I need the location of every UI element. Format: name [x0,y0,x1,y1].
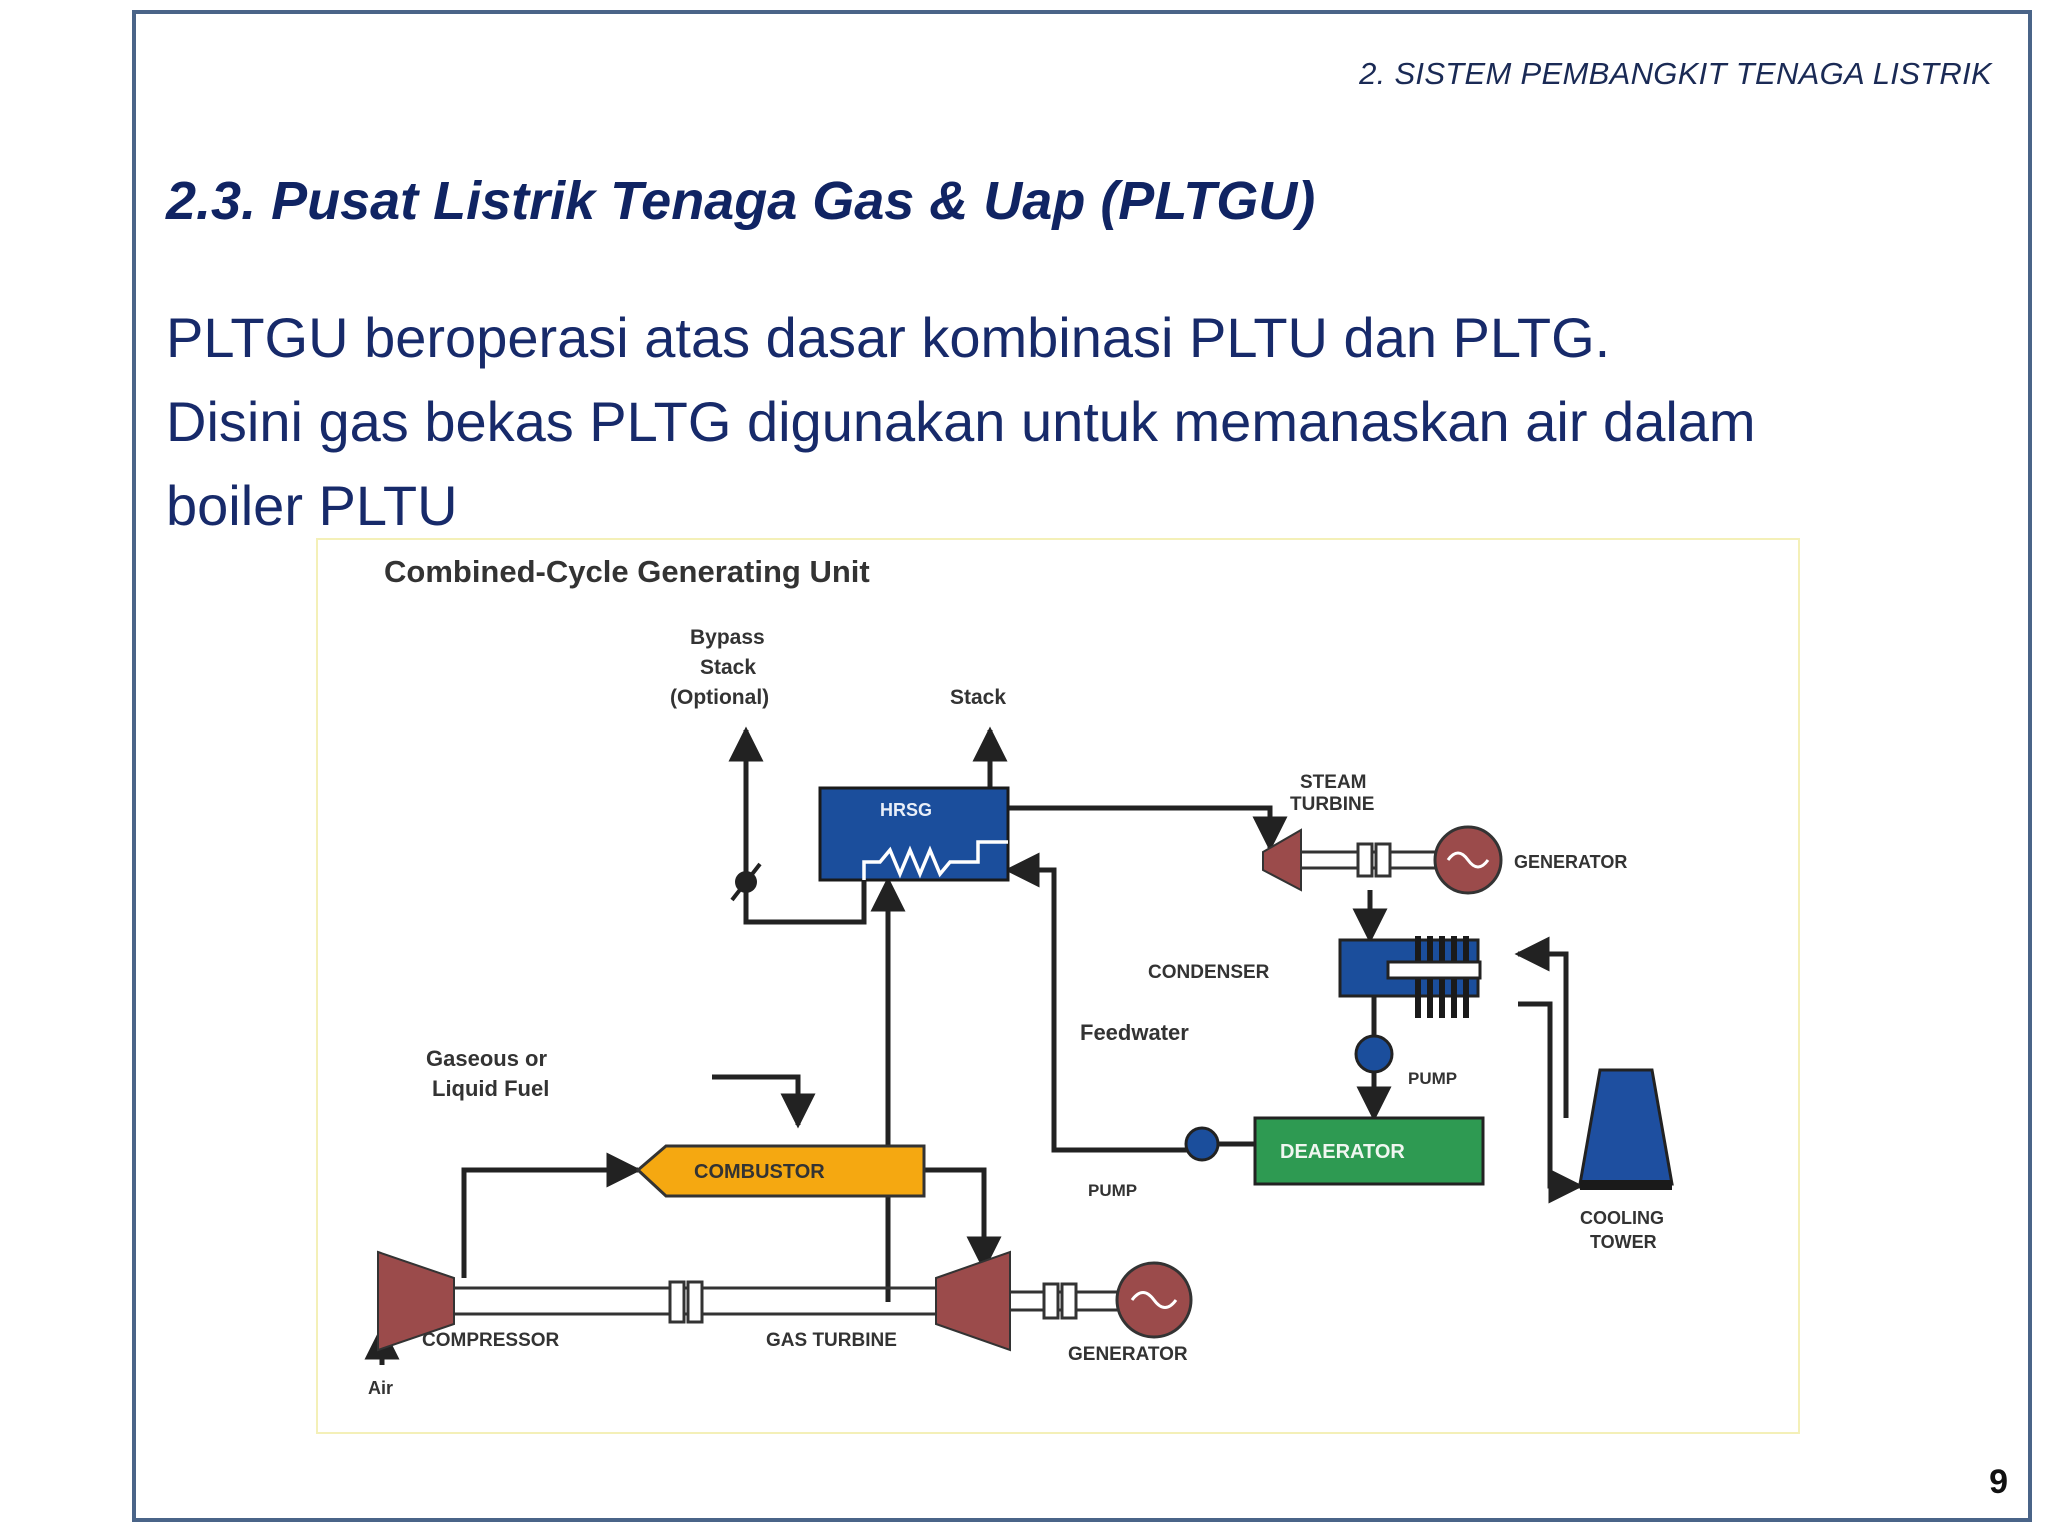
combined-cycle-diagram: Combined-Cycle Generating Unit [316,538,1800,1434]
generator-bottom-icon [1115,1261,1193,1339]
air-label: Air [368,1378,393,1398]
generator-top-label: GENERATOR [1514,852,1627,872]
gas-turbine-icon [935,1250,1011,1352]
deaerator-unit: DEAERATOR [1253,1116,1485,1186]
body-line: PLTGU beroperasi atas dasar kombinasi PL… [166,306,1611,369]
fuel-label-1: Gaseous or [426,1046,547,1071]
flow-lines [364,726,1584,1365]
condenser-unit [1338,936,1482,1018]
pump-left-label: PUMP [1088,1181,1137,1200]
combustor-label: COMBUSTOR [694,1161,825,1183]
deaerator-label: DEAERATOR [1280,1141,1405,1163]
steam-turbine-label-1: STEAM [1300,772,1367,793]
pump-right-label: PUMP [1408,1069,1457,1088]
cooling-tower-icon [1578,1068,1674,1190]
pump-left-icon [1184,1126,1220,1162]
bypass-label-1: Bypass [690,626,765,649]
bypass-label-2: Stack [700,656,756,679]
combustor-unit: COMBUSTOR [635,1144,926,1198]
section-header: 2. SISTEM PEMBANGKIT TENAGA LISTRIK [1359,56,1992,91]
steam-turbine-label-2: TURBINE [1290,794,1374,815]
steam-turbine-icon [1262,828,1302,892]
bypass-label-3: (Optional) [670,686,769,709]
generator-top-icon [1433,825,1503,895]
generator-bottom-label: GENERATOR [1068,1344,1188,1365]
slide-frame: 2. SISTEM PEMBANGKIT TENAGA LISTRIK 2.3.… [132,10,2032,1522]
heat-coil-icon [862,840,1008,880]
diagram-canvas: Combined-Cycle Generating Unit [364,554,1674,1398]
hrsg-unit: HRSG [818,786,1010,882]
condenser-label: CONDENSER [1148,962,1270,983]
compressor-icon [377,1250,455,1352]
gas-turbine-label: GAS TURBINE [766,1330,897,1351]
stack-label: Stack [950,686,1006,709]
cooling-tower-label-1: COOLING [1580,1208,1664,1228]
fuel-label-2: Liquid Fuel [432,1076,549,1101]
feedwater-label: Feedwater [1080,1020,1189,1045]
gas-shaft [454,1280,1118,1324]
cooling-tower-label-2: TOWER [1590,1232,1657,1252]
pump-right-icon [1354,1034,1394,1074]
page-number: 9 [1989,1463,2008,1501]
compressor-label: COMPRESSOR [422,1330,560,1351]
steam-shaft [1301,842,1438,878]
body-line: boiler PLTU [166,474,458,537]
bypass-damper [730,862,762,902]
diagram-title: Combined-Cycle Generating Unit [384,554,870,589]
body-line: Disini gas bekas PLTG digunakan untuk me… [166,390,1756,453]
slide-body: PLTGU beroperasi atas dasar kombinasi PL… [166,296,1966,548]
slide-title: 2.3. Pusat Listrik Tenaga Gas & Uap (PLT… [166,171,1316,231]
hrsg-label: HRSG [880,800,932,820]
